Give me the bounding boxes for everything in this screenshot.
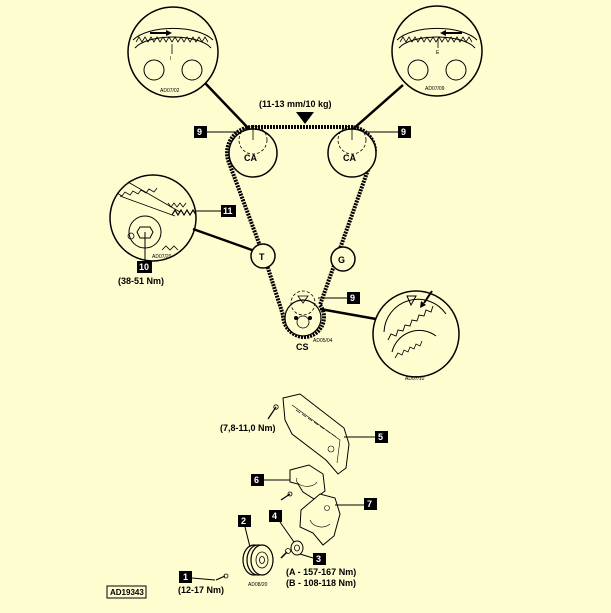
svg-text:9: 9 bbox=[350, 293, 355, 303]
svg-text:7: 7 bbox=[367, 499, 372, 509]
lower-timing-cover bbox=[299, 493, 341, 546]
exhaust-mark-letter: E bbox=[436, 50, 440, 56]
detail-code-top-right: AD07/09 bbox=[425, 86, 445, 92]
figure-id-text: AD19343 bbox=[110, 588, 144, 597]
callout-2: 2 bbox=[238, 515, 251, 548]
crank-bolt bbox=[280, 548, 291, 559]
cam-pulley-left: CA bbox=[228, 125, 278, 178]
callout-1-torque: (12-17 Nm) bbox=[178, 585, 224, 595]
intake-mark-letter: I bbox=[170, 56, 171, 62]
detail-code-pulley: AD08/20 bbox=[248, 582, 268, 588]
svg-text:3: 3 bbox=[316, 554, 321, 564]
callout-3-torque-b: (B - 108-118 Nm) bbox=[286, 578, 356, 588]
crankshaft-pulley: AD08/20 bbox=[242, 544, 274, 588]
detail-exhaust-cam-mark: E AD07/09 bbox=[391, 5, 483, 97]
detail-tensioner: AD07/20 bbox=[109, 174, 197, 262]
pulley-bolt bbox=[215, 573, 229, 581]
callout-3: 3 (A - 157-167 Nm) (B - 108-118 Nm) bbox=[286, 553, 356, 588]
svg-text:11: 11 bbox=[223, 206, 233, 216]
tension-arrow-icon bbox=[296, 112, 314, 124]
middle-cover-bolt bbox=[280, 491, 293, 501]
idler-pulley: G bbox=[330, 246, 356, 272]
upper-timing-cover bbox=[282, 393, 350, 475]
detail-code-right: AD07/10 bbox=[405, 376, 425, 382]
detail-code-crank: AD05/04 bbox=[313, 338, 333, 344]
leader-line bbox=[204, 82, 251, 131]
detail-code-left: AD07/20 bbox=[152, 254, 172, 260]
crank-pulley-label: CS bbox=[296, 342, 309, 352]
callout-8-left: 9 bbox=[194, 126, 238, 138]
detail-intake-cam-mark: I AD07/02 bbox=[127, 6, 219, 98]
callout-8-right: 9 bbox=[367, 126, 411, 138]
crank-pulley: CS AD05/04 bbox=[284, 290, 333, 352]
leader-line bbox=[192, 227, 253, 252]
idler-pulley-label: G bbox=[338, 255, 345, 265]
cam-pulley-right-label: CA bbox=[343, 153, 356, 163]
svg-text:9: 9 bbox=[197, 127, 202, 137]
svg-text:5: 5 bbox=[378, 432, 383, 442]
cam-pulley-left-label: CA bbox=[244, 153, 257, 163]
cover-bolt: (7,8-11,0 Nm) bbox=[220, 404, 279, 433]
callout-10: 10 (38-51 Nm) bbox=[118, 232, 164, 286]
callout-4: 4 bbox=[269, 510, 295, 543]
svg-text:2: 2 bbox=[241, 516, 246, 526]
detail-code-top-left: AD07/02 bbox=[160, 88, 180, 94]
washer bbox=[290, 540, 304, 556]
callout-5-torque: (7,8-11,0 Nm) bbox=[220, 423, 276, 433]
svg-text:9: 9 bbox=[401, 127, 406, 137]
svg-text:1: 1 bbox=[183, 572, 188, 582]
callout-6: 6 bbox=[251, 474, 290, 486]
tensioner-pulley-label: T bbox=[259, 252, 265, 262]
callout-1: 1 (12-17 Nm) bbox=[178, 571, 224, 595]
callout-5: 5 bbox=[344, 431, 388, 443]
svg-text:10: 10 bbox=[139, 262, 149, 272]
svg-text:6: 6 bbox=[254, 475, 259, 485]
callout-11: 11 bbox=[171, 205, 236, 217]
cam-pulley-right: CA bbox=[327, 125, 377, 178]
svg-text:4: 4 bbox=[272, 511, 277, 521]
callout-10-torque: (38-51 Nm) bbox=[118, 276, 164, 286]
callout-3-torque-a: (A - 157-167 Nm) bbox=[286, 567, 356, 577]
detail-crank-mark: AD07/10 bbox=[372, 290, 460, 382]
figure-id: AD19343 bbox=[106, 585, 147, 599]
leader-line bbox=[351, 84, 404, 131]
callout-7: 7 bbox=[335, 498, 377, 510]
leader-line bbox=[319, 307, 377, 321]
tensioner-pulley: T bbox=[250, 243, 276, 269]
callout-9: 9 bbox=[318, 292, 360, 304]
belt-tension-label: (11-13 mm/10 kg) bbox=[259, 99, 332, 109]
